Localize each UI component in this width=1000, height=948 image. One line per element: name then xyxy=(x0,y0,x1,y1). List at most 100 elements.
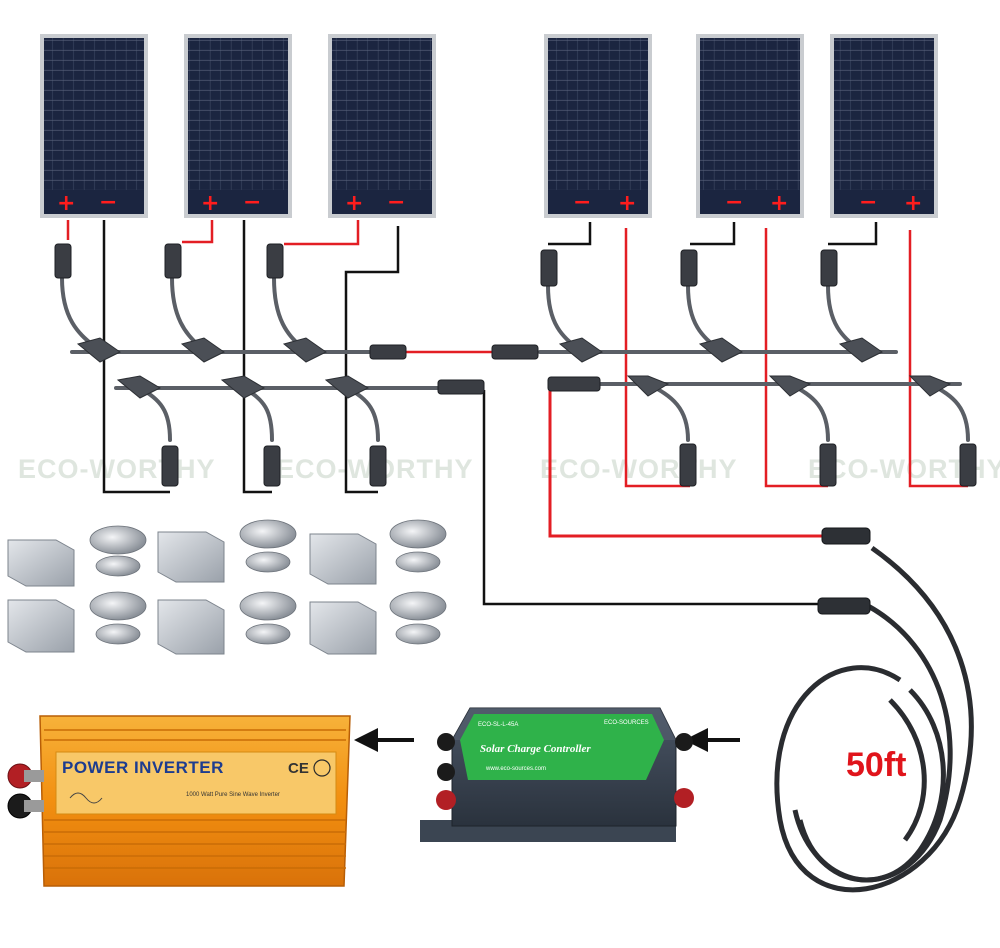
negative-wire xyxy=(344,226,400,494)
mc4-connector xyxy=(959,443,977,487)
branch-connector xyxy=(558,337,603,363)
solar-panels: + − + − + − − + − + xyxy=(40,34,938,218)
controller-brand-text: ECO-SOURCES xyxy=(604,720,649,726)
branch-connector xyxy=(220,375,266,399)
branch-connector xyxy=(626,375,670,397)
flow-arrows xyxy=(354,728,740,752)
bolt-cluster xyxy=(389,591,447,621)
terminal-posts xyxy=(436,733,694,810)
terminal-post xyxy=(675,733,693,751)
bolt-cluster xyxy=(389,519,447,549)
wiring xyxy=(66,220,968,606)
mc4-connector xyxy=(679,443,697,487)
cable-length-label: 50ft xyxy=(846,746,906,784)
mc4-connector xyxy=(54,243,72,279)
positive-wire xyxy=(624,228,690,488)
extension-cable-coil: 50ft xyxy=(774,527,974,893)
mc4-connector xyxy=(491,344,539,360)
negative-terminal-sign: − xyxy=(243,190,261,215)
bolt-cluster xyxy=(89,525,147,555)
inverter-title-text: POWER INVERTER xyxy=(62,758,224,777)
watermark-text: ECO-WORTHY xyxy=(540,454,737,484)
negative-terminal-sign: − xyxy=(859,190,877,215)
negative-wire xyxy=(548,222,592,246)
mc4-connector xyxy=(817,597,871,615)
positive-terminal-sign: + xyxy=(57,191,75,216)
terminal-post xyxy=(437,763,455,781)
positive-wire xyxy=(284,220,360,246)
mc4-connector xyxy=(540,249,558,287)
branch-connector xyxy=(838,337,883,363)
z-bracket xyxy=(309,601,377,655)
mc4-connector xyxy=(263,445,281,487)
terminal-post xyxy=(437,733,455,751)
branch-connector xyxy=(76,337,121,363)
nut-cluster xyxy=(395,623,441,645)
nut-cluster xyxy=(245,551,291,573)
branch-connector xyxy=(180,337,225,363)
coil-loop xyxy=(774,545,974,893)
arrow-icon xyxy=(354,728,378,752)
controller-label-panel xyxy=(460,714,664,780)
mounting-hardware xyxy=(7,519,447,655)
solar-panel: + − xyxy=(40,34,148,218)
z-bracket xyxy=(7,599,75,653)
nut-cluster xyxy=(95,555,141,577)
controller-title-text: Solar Charge Controller xyxy=(480,743,591,755)
negative-terminal-sign: − xyxy=(99,190,117,215)
certification-icon xyxy=(313,759,331,777)
arrow-icon xyxy=(684,728,708,752)
coil-loop xyxy=(792,688,946,883)
negative-terminal-sign: − xyxy=(573,190,591,215)
sine-wave-icon xyxy=(69,792,103,804)
inverter-subtitle-text: 1000 Watt Pure Sine Wave Inverter xyxy=(186,792,280,798)
output-negative-wire xyxy=(482,390,818,606)
charge-controller: ECO-SL-L-45A ECO-SOURCES Solar Charge Co… xyxy=(420,707,694,842)
nut-cluster xyxy=(245,623,291,645)
branch-connector xyxy=(282,337,327,363)
mc4-connector xyxy=(369,445,387,487)
branch-connector xyxy=(698,337,743,363)
power-inverter: POWER INVERTER CE 1000 Watt Pure Sine Wa… xyxy=(7,715,351,887)
mc4-connector xyxy=(547,376,601,392)
positive-terminal-sign: + xyxy=(770,191,788,216)
solar-panel: − + xyxy=(544,34,652,218)
branch-connector xyxy=(116,375,162,399)
solar-panel: + − xyxy=(184,34,292,218)
terminal-post xyxy=(436,790,456,810)
mc4-connector xyxy=(820,249,838,287)
solar-panel: + − xyxy=(328,34,436,218)
terminal-stud xyxy=(24,770,44,782)
mc4-connectors xyxy=(54,243,977,487)
mc4-connector xyxy=(266,243,284,279)
solar-panel: − + xyxy=(830,34,938,218)
z-bracket xyxy=(309,533,377,585)
branch-junctions xyxy=(76,337,952,399)
bolt-cluster xyxy=(239,591,297,621)
mc4-connector xyxy=(164,243,182,279)
nut-cluster xyxy=(395,551,441,573)
bolt-cluster xyxy=(89,591,147,621)
bolt-cluster xyxy=(239,519,297,549)
terminal-stud xyxy=(24,800,44,812)
branch-connector xyxy=(908,375,952,397)
controller-url-text: www.eco-sources.com xyxy=(485,766,546,772)
positive-wire xyxy=(764,228,828,488)
ce-mark-text: CE xyxy=(288,760,309,777)
positive-terminal-sign: + xyxy=(201,191,219,216)
positive-terminal-sign: + xyxy=(618,191,636,216)
positive-terminal-sign: + xyxy=(345,191,363,216)
watermark-text: ECO-WORTHY xyxy=(18,454,215,484)
negative-wire xyxy=(102,220,170,494)
output-positive-wire xyxy=(548,388,822,538)
negative-wire xyxy=(828,222,878,246)
inverter-fins xyxy=(44,729,346,869)
mc4-connector xyxy=(369,344,407,360)
branch-connector xyxy=(324,375,370,399)
mc4-connector xyxy=(819,443,837,487)
nut-cluster xyxy=(95,623,141,645)
positive-wire xyxy=(908,230,968,488)
negative-terminal-sign: − xyxy=(387,190,405,215)
